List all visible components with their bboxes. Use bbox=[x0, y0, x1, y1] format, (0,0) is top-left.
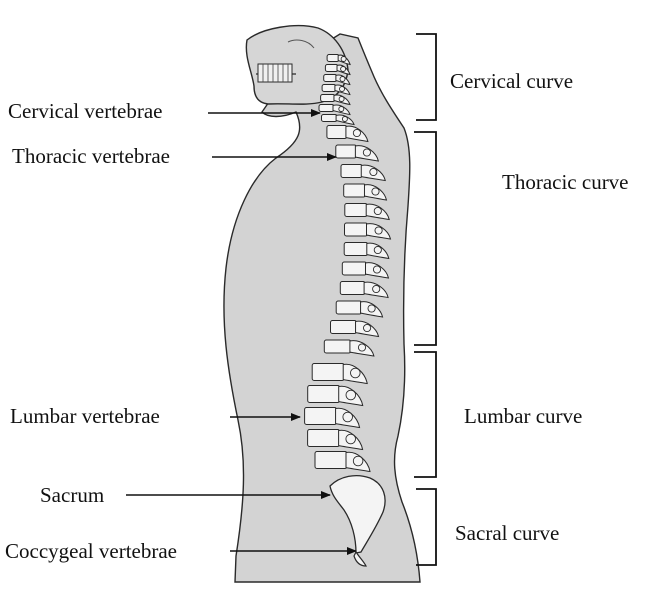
label-lumbar-vertebrae: Lumbar vertebrae bbox=[10, 404, 160, 428]
cervical-vertebra bbox=[318, 104, 351, 116]
thoracic-vertebra bbox=[344, 203, 390, 221]
thoracic-vertebra bbox=[326, 125, 369, 143]
coccyx-bone bbox=[353, 550, 367, 567]
thoracic-vertebra bbox=[330, 320, 380, 338]
label-sacral-curve: Sacral curve bbox=[455, 521, 560, 545]
lumbar-vertebra bbox=[311, 363, 368, 385]
label-sacrum: Sacrum bbox=[40, 483, 105, 507]
lumbar-vertebra bbox=[307, 385, 364, 407]
thoracic-vertebra bbox=[323, 339, 375, 357]
thoracic-vertebra bbox=[341, 261, 390, 279]
cervical-vertebra bbox=[323, 74, 351, 86]
thoracic-vertebra bbox=[343, 242, 390, 260]
bracket-sacral bbox=[416, 488, 437, 566]
cervical-vertebra bbox=[321, 84, 351, 96]
label-thoracic-vertebrae: Thoracic vertebrae bbox=[12, 144, 170, 168]
label-lumbar-curve: Lumbar curve bbox=[464, 404, 583, 428]
lumbar-vertebra bbox=[314, 451, 371, 473]
lumbar-vertebra bbox=[307, 429, 364, 451]
thoracic-vertebra bbox=[344, 222, 392, 240]
label-thoracic-curve: Thoracic curve bbox=[502, 170, 629, 194]
thoracic-vertebra bbox=[343, 183, 388, 201]
thoracic-vertebra bbox=[335, 144, 380, 162]
thoracic-vertebra bbox=[340, 164, 386, 182]
label-coccygeal-vertebrae: Coccygeal vertebrae bbox=[5, 539, 177, 563]
sacrum-bone bbox=[329, 475, 386, 554]
vertebral-column bbox=[304, 54, 392, 473]
cervical-vertebra bbox=[326, 54, 351, 66]
thoracic-vertebra bbox=[335, 300, 384, 318]
cervical-vertebra bbox=[320, 94, 351, 106]
label-cervical-curve: Cervical curve bbox=[450, 69, 574, 93]
lumbar-vertebra bbox=[304, 407, 361, 429]
bracket-lumbar bbox=[414, 351, 437, 478]
thoracic-vertebra bbox=[339, 281, 389, 299]
cervical-vertebra bbox=[324, 64, 351, 76]
cervical-vertebra bbox=[321, 114, 355, 126]
bracket-cervical bbox=[416, 33, 437, 121]
bracket-thoracic bbox=[414, 131, 437, 346]
label-cervical-vertebrae: Cervical vertebrae bbox=[8, 99, 163, 123]
